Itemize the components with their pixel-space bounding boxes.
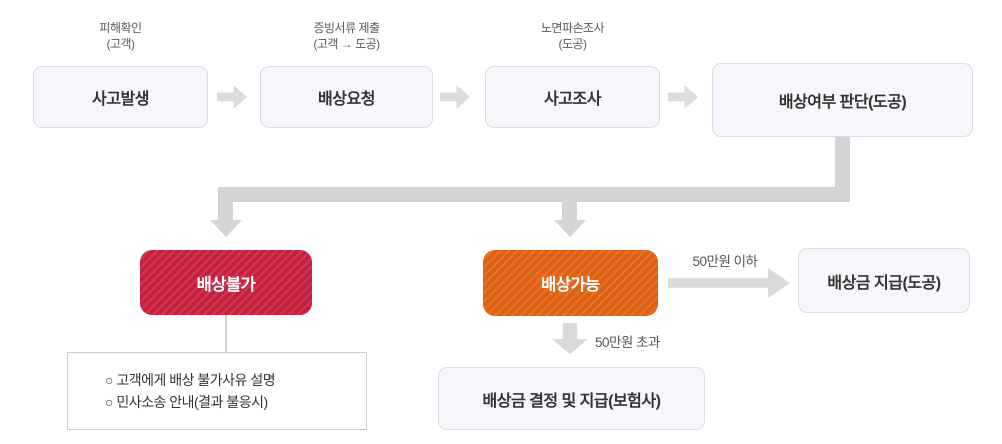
step-box-compensation-decision: 배상여부 판단(도공) — [712, 63, 973, 137]
arrow-right-icon — [668, 268, 790, 298]
caption-step-2: 증빙서류 제출 (고객 → 도공) — [260, 21, 433, 53]
result-box-payment-by-insurer-label: 배상금 결정 및 지급(보험사) — [482, 392, 661, 410]
caption-step-3-line2: (도공) — [558, 36, 587, 51]
caption-step-3: 노면파손조사 (도공) — [485, 21, 660, 53]
connector-horizontal-bar — [218, 187, 850, 202]
arrow-down-icon — [552, 323, 588, 354]
step-box-compensation-request-label: 배상요청 — [318, 91, 375, 108]
step-box-accident-occurred: 사고발생 — [33, 66, 208, 128]
connector-vertical-middle — [562, 200, 577, 221]
arrow-down-icon — [554, 220, 586, 237]
result-box-payment-by-insurer: 배상금 결정 및 지급(보험사) — [438, 367, 705, 430]
caption-step-3-line1: 노면파손조사 — [540, 21, 605, 35]
connector-thin-line — [225, 315, 227, 352]
arrow-right-icon — [217, 85, 247, 109]
decision-box-compensation-denied: 배상불가 — [140, 250, 312, 315]
step-box-accident-investigation-label: 사고조사 — [544, 91, 601, 108]
denied-detail-item-2: ○ 민사소송 안내(결과 불응시) — [105, 394, 268, 410]
caption-step-2-line1: 증빙서류 제출 — [313, 21, 380, 35]
arrow-right-icon — [668, 85, 698, 109]
denied-details-box: ○ 고객에게 배상 불가사유 설명 ○ 민사소송 안내(결과 불응시) — [67, 352, 367, 430]
arrow-right-icon — [440, 85, 470, 109]
condition-label-over-500k: 50만원 초과 — [595, 335, 660, 350]
caption-step-1-line1: 피해확인 — [99, 21, 142, 35]
decision-box-compensation-approved: 배상가능 — [483, 250, 658, 316]
result-box-payment-by-ex-label: 배상금 지급(도공) — [827, 274, 941, 292]
step-box-accident-occurred-label: 사고발생 — [92, 91, 149, 108]
connector-vertical-left — [218, 200, 233, 221]
decision-box-compensation-approved-label: 배상가능 — [541, 276, 600, 294]
step-box-compensation-decision-label: 배상여부 판단(도공) — [778, 94, 907, 111]
denied-detail-item-1: ○ 고객에게 배상 불가사유 설명 — [105, 371, 276, 388]
result-box-payment-by-ex: 배상금 지급(도공) — [798, 248, 970, 313]
condition-label-under-500k: 50만원 이하 — [692, 254, 758, 269]
step-box-accident-investigation: 사고조사 — [485, 66, 660, 128]
caption-step-2-line2: (고객 → 도공) — [313, 36, 380, 51]
caption-step-1-line2: (고객) — [106, 36, 135, 51]
caption-step-1: 피해확인 (고객) — [33, 21, 208, 53]
step-box-compensation-request: 배상요청 — [260, 66, 433, 128]
connector-vertical-right — [835, 137, 850, 194]
arrow-down-icon — [210, 220, 242, 237]
decision-box-compensation-denied-label: 배상불가 — [196, 275, 256, 294]
